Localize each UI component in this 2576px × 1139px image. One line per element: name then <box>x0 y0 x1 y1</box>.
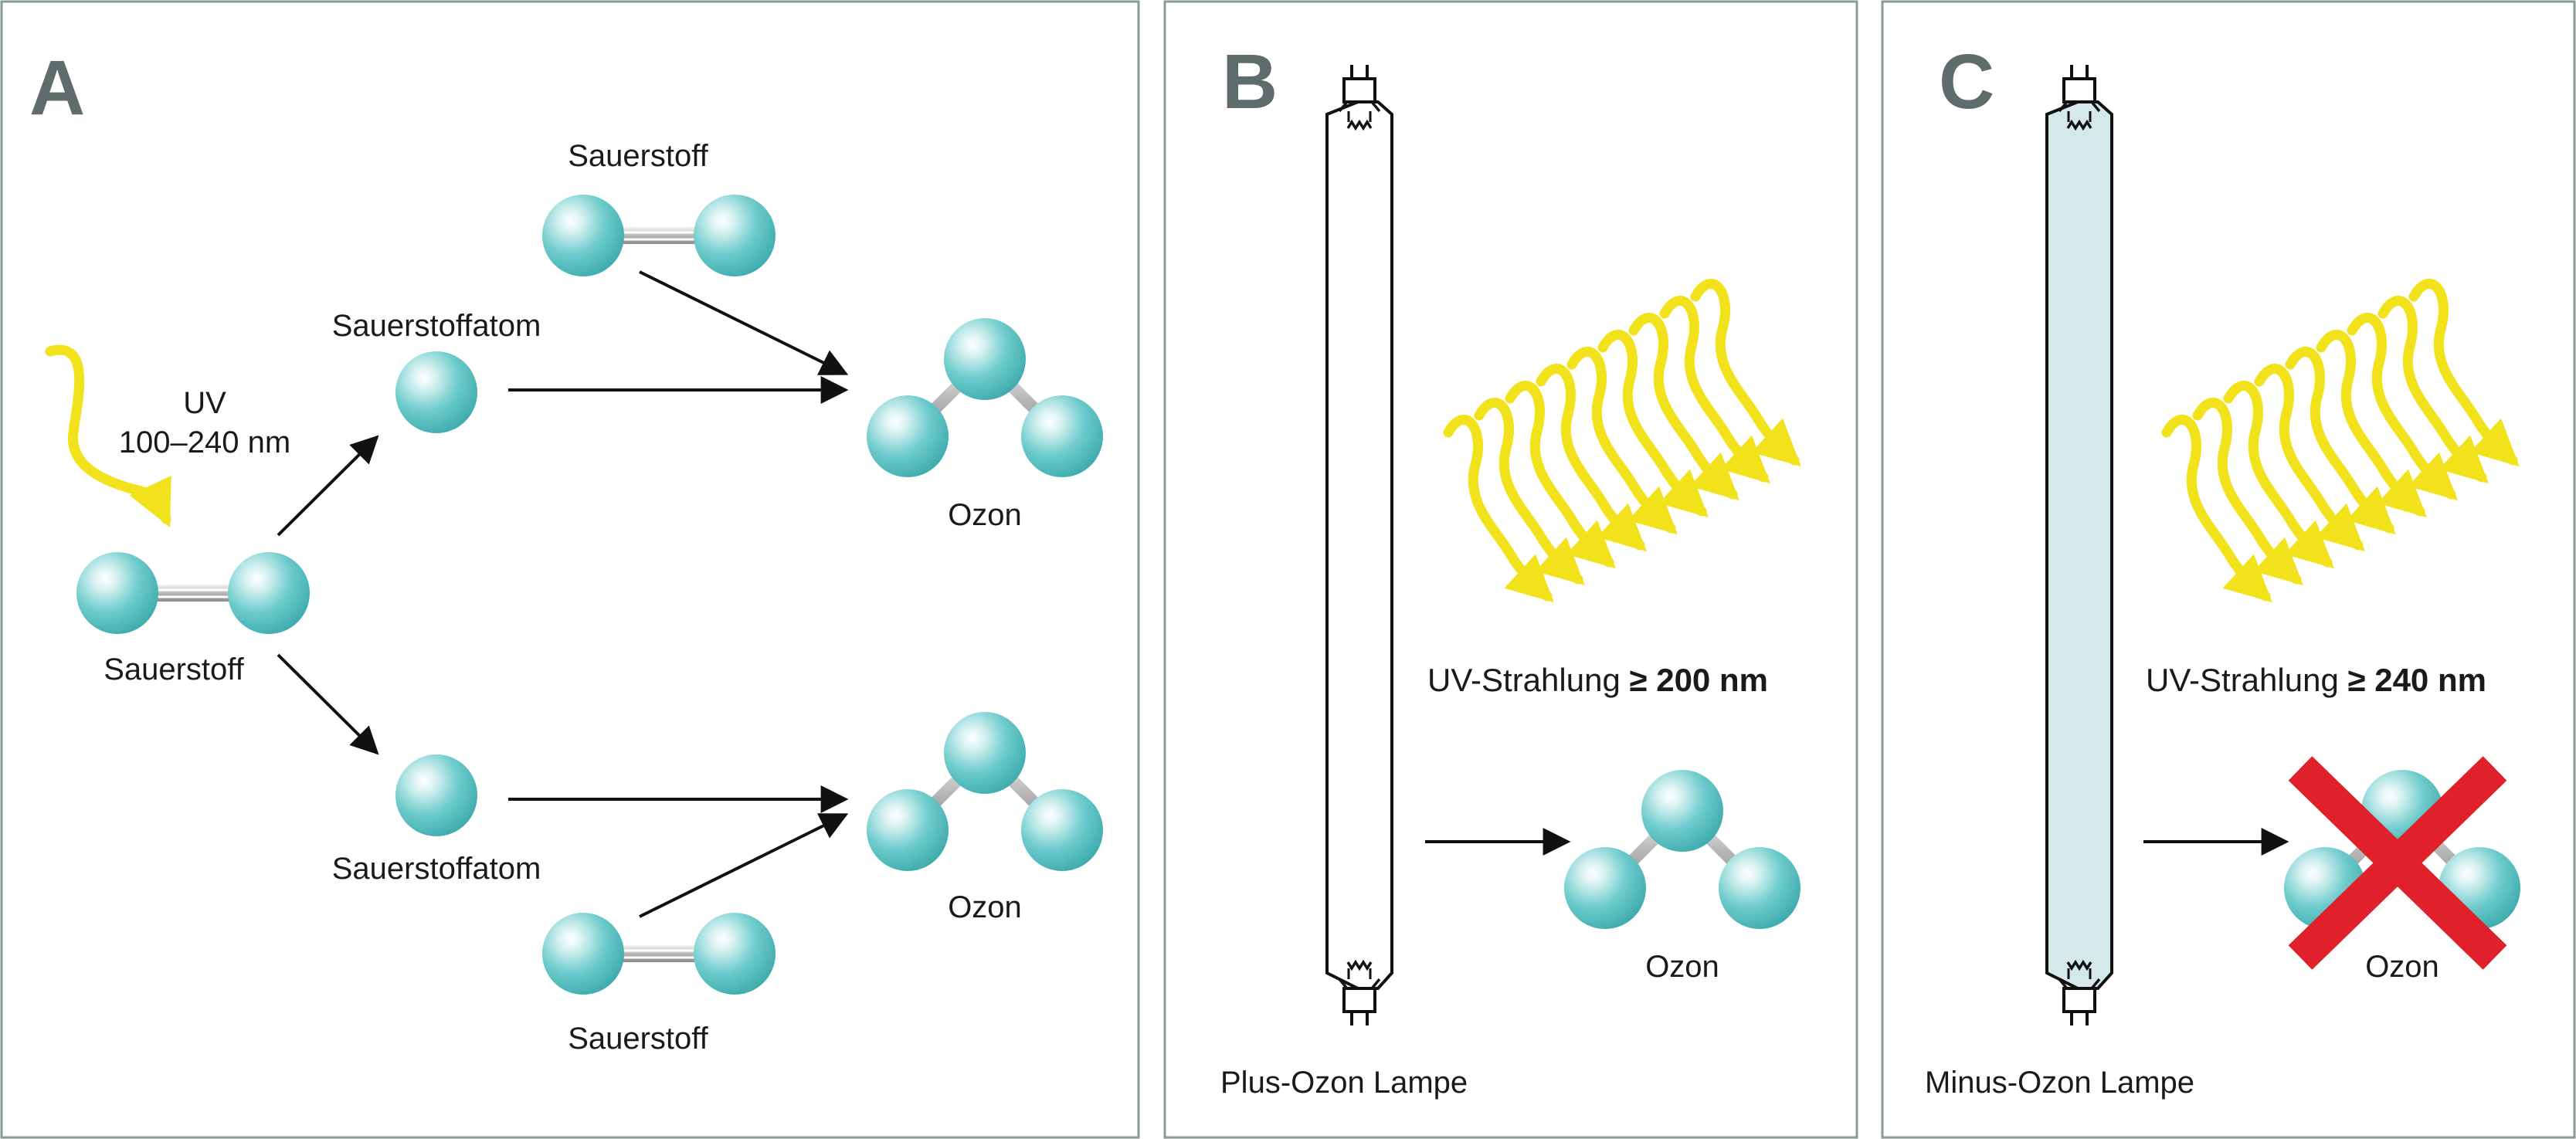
panel-a-letter: A <box>29 45 85 131</box>
oxygen-label-left: Sauerstoff <box>104 653 244 686</box>
panel-b-frame <box>1163 0 1858 1139</box>
oxygen-atom-label-top: Sauerstoffatom <box>332 309 541 343</box>
oxygen-label-top: Sauerstoff <box>568 139 708 173</box>
panel-a: A UV 100–240 nm Sauerstoff Sauerstoffato… <box>29 45 1103 1056</box>
minus-ozone-lamp <box>2045 63 2113 1027</box>
plus-ozone-lamp-label: Plus-Ozon Lampe <box>1220 1066 1468 1100</box>
ozone-label-top: Ozon <box>948 498 1022 532</box>
panel-c-frame <box>1881 0 2576 1139</box>
ozone-label-bottom: Ozon <box>948 890 1022 924</box>
oxygen-atom-bottom <box>395 754 477 836</box>
uv-label: UV <box>183 386 226 420</box>
uv-range-label: 100–240 nm <box>119 425 290 459</box>
oxygen-atom-top <box>395 351 477 433</box>
arrow-to-atom-top <box>277 435 379 537</box>
oxygen-label-bottom: Sauerstoff <box>568 1022 708 1056</box>
oxygen-atom-label-bottom: Sauerstoffatom <box>332 852 541 886</box>
minus-ozone-lamp-label: Minus-Ozon Lampe <box>1925 1066 2194 1100</box>
arrow-to-atom-bottom <box>277 653 379 755</box>
uv-ray-arrow <box>45 344 171 527</box>
ozone-label-c: Ozon <box>2365 950 2439 984</box>
ozone-label-b: Ozon <box>1645 950 1719 984</box>
uv-radiation-label-c: UV-Strahlung ≥ 240 nm <box>2146 662 2486 698</box>
arrow-o2-to-ozone-top <box>639 270 849 375</box>
plus-ozone-lamp <box>1325 63 1393 1027</box>
arrow-o2-to-ozone-bottom <box>639 813 849 918</box>
no-ozone-cross-icon <box>2288 756 2507 970</box>
panel-b: B Plus-Ozon Lampe UV-Strahlung ≥ 200 nm … <box>1220 39 1800 1100</box>
panel-c-letter: C <box>1939 39 1994 125</box>
panel-b-letter: B <box>1222 39 1278 125</box>
uv-radiation-label-b: UV-Strahlung ≥ 200 nm <box>1427 662 1768 698</box>
panel-c: C Minus-Ozon Lampe UV-Strahlung ≥ 240 nm… <box>1925 39 2520 1100</box>
